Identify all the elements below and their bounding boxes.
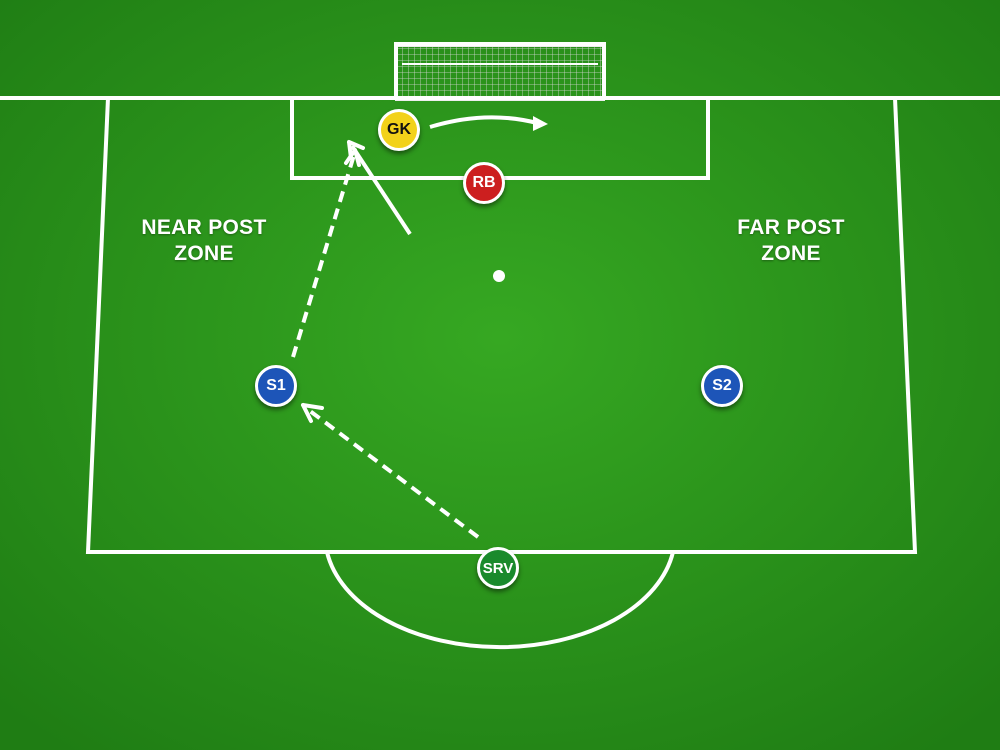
movement-arrows (291, 115, 548, 539)
player-gk[interactable]: GK (378, 109, 420, 151)
gk-move-arrow-head (533, 116, 548, 131)
penalty-arc (325, 551, 675, 650)
player-srv[interactable]: SRV (477, 547, 519, 589)
far-post-zone-line1: FAR POST (737, 216, 845, 239)
player-s2[interactable]: S2 (701, 365, 743, 407)
player-s1[interactable]: S1 (255, 365, 297, 407)
gk-move-arrow (429, 115, 538, 129)
goal (394, 42, 606, 101)
far-post-zone-label: FAR POST ZONE (691, 215, 891, 267)
goal-net (395, 45, 605, 101)
near-post-zone-label: NEAR POST ZONE (104, 215, 304, 267)
penalty-spot (493, 270, 505, 282)
far-post-zone-line2: ZONE (761, 242, 821, 265)
run-arrow-rb-head (347, 140, 365, 160)
pass-arrow-srv-to-s1-head (301, 403, 324, 423)
player-rb[interactable]: RB (463, 162, 505, 204)
near-post-zone-line2: ZONE (174, 242, 234, 265)
run-arrow-rb (350, 144, 412, 236)
near-post-zone-line1: NEAR POST (141, 216, 267, 239)
goal-frame (394, 42, 606, 100)
